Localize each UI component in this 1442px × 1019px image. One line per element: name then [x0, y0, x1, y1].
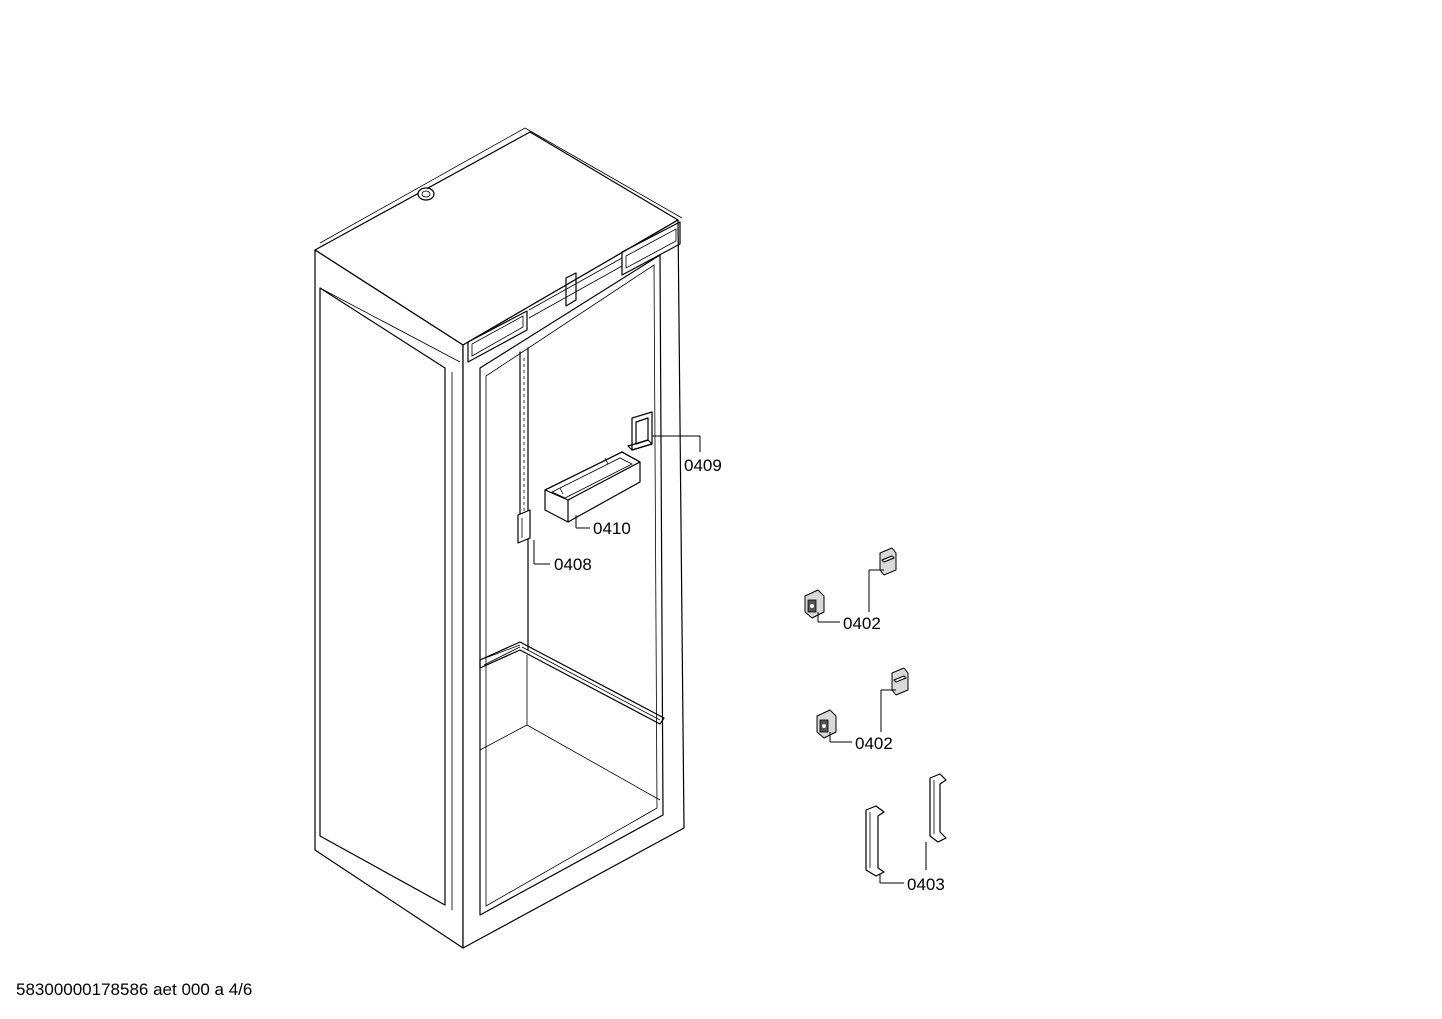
refrigerator-cabinet	[314, 127, 685, 949]
callout-0410: 0410	[593, 519, 631, 538]
callout-0403: 0403	[907, 875, 945, 894]
part-0402-hinge-set-lower	[816, 667, 909, 743]
part-0408-rail-clip	[517, 509, 550, 565]
top-adjuster-icon	[417, 187, 435, 201]
cabinet-left-side	[314, 249, 464, 949]
part-0409-bracket	[627, 411, 701, 452]
part-0410-door-tray	[544, 451, 641, 529]
callout-0409: 0409	[684, 456, 722, 475]
callout-0408: 0408	[554, 555, 592, 574]
part-0402-hinge-set-upper	[804, 547, 897, 623]
callout-0402-lower: 0402	[855, 734, 893, 753]
lower-shelf-rail	[479, 641, 665, 725]
drawing-reference-number: 58300000178586 aet 000 a 4/6	[16, 980, 253, 999]
part-0403-mounting-brackets	[865, 773, 947, 884]
callout-0402-upper: 0402	[843, 614, 881, 633]
cabinet-front-frame	[462, 219, 685, 949]
